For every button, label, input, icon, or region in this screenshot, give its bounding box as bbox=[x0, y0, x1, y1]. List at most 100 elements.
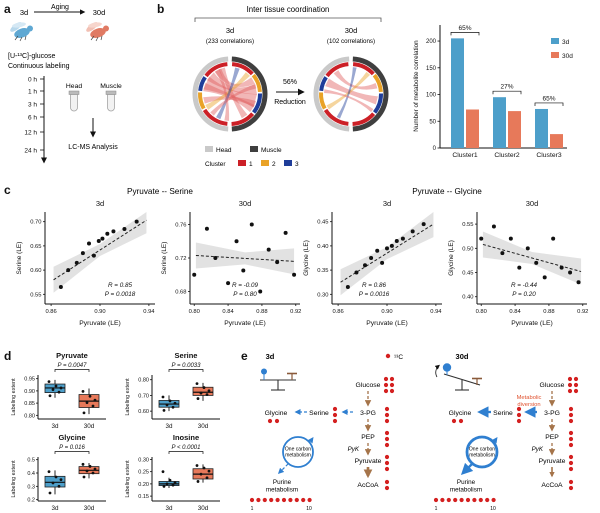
fly-young-icon bbox=[10, 22, 33, 42]
carbon-dot bbox=[568, 460, 574, 466]
cluster-ring-segment bbox=[352, 112, 376, 126]
x-tick-label: 0.80 bbox=[189, 309, 200, 315]
legend-label-cluster1: 1 bbox=[249, 161, 253, 168]
data-point bbox=[363, 263, 367, 268]
y-tick-label: 0.60 bbox=[138, 409, 149, 415]
carbon-dot bbox=[384, 454, 390, 460]
legend-swatch-cluster2 bbox=[261, 160, 269, 166]
timepoint-label: 6 h bbox=[28, 114, 37, 121]
cluster-ring-segment bbox=[325, 62, 349, 78]
p-value: P = 0.80 bbox=[233, 291, 257, 298]
r-value: R = 0.86 bbox=[362, 282, 386, 289]
carbon-dot bbox=[567, 388, 573, 394]
cycle-arrowhead-icon bbox=[308, 437, 314, 444]
carbon-dot bbox=[568, 485, 574, 491]
carbon-dot bbox=[269, 497, 274, 503]
jitter-point bbox=[162, 408, 166, 412]
carbon-dot bbox=[262, 497, 267, 503]
x-tick-label: 0.94 bbox=[143, 309, 155, 315]
group-label: 30d bbox=[84, 505, 95, 512]
panel-c-scatterplots: Pyruvate -- Serine Pyruvate -- Glycine 3… bbox=[16, 187, 588, 327]
carbon-dot bbox=[516, 412, 522, 418]
significance-bracket bbox=[168, 369, 204, 372]
chord-ribbon bbox=[203, 96, 257, 108]
metabolite-glucose: Glucose bbox=[540, 382, 565, 389]
head-ring bbox=[192, 56, 229, 132]
p-value: P = 0.0018 bbox=[105, 291, 136, 298]
jitter-point bbox=[47, 380, 51, 383]
carbon-dot bbox=[332, 406, 338, 412]
y-tick-label: 0.2 bbox=[27, 498, 35, 504]
data-point bbox=[204, 226, 209, 231]
metabolite-accoa: AcCoA bbox=[357, 482, 379, 489]
legend-label-30d: 30d bbox=[562, 53, 573, 60]
tracer-label-line1: [U-¹³C]-glucose bbox=[8, 53, 56, 60]
jitter-point bbox=[91, 471, 95, 475]
carbon-dot bbox=[568, 406, 574, 412]
y-axis-label: Number of metabolite correlation bbox=[413, 40, 420, 132]
cluster-ring-segment bbox=[231, 112, 255, 126]
group-label: 3d bbox=[165, 505, 173, 512]
purine-label1: Purine bbox=[273, 479, 292, 486]
one-carbon-weight bbox=[261, 368, 267, 375]
one-carbon-weight bbox=[442, 363, 452, 372]
pathway-30d-header: 30d bbox=[456, 352, 469, 361]
chord-ribbon bbox=[326, 71, 371, 110]
y-tick-label: 0.72 bbox=[175, 256, 186, 262]
data-point bbox=[87, 241, 91, 246]
carbon-dot bbox=[389, 376, 395, 382]
circos-30d-count: (102 correlations) bbox=[327, 38, 375, 45]
cluster-ring-segment bbox=[319, 76, 328, 92]
data-point bbox=[134, 219, 139, 224]
carbon-dot bbox=[307, 497, 312, 503]
carbon-dot bbox=[568, 412, 574, 418]
carbon-dot bbox=[568, 436, 574, 442]
one-carbon-label1: One carbon bbox=[285, 447, 311, 453]
chord-ribbon bbox=[325, 78, 378, 105]
data-point bbox=[234, 239, 239, 244]
carbon-dot bbox=[567, 376, 573, 382]
carbon-dot bbox=[383, 388, 389, 394]
carbon-dot bbox=[485, 497, 490, 503]
panel-letter-a: a bbox=[4, 2, 11, 16]
box-title: Serine bbox=[175, 351, 198, 360]
x-tick-label: 0.86 bbox=[332, 309, 343, 315]
carbon-dot bbox=[433, 497, 439, 503]
y-tick-label: 0.80 bbox=[24, 413, 35, 419]
chord-ribbon bbox=[214, 68, 256, 88]
jitter-point bbox=[54, 384, 58, 388]
y-tick-label: 0.4 bbox=[27, 471, 35, 477]
data-point bbox=[568, 270, 573, 275]
y-tick-label: 0.76 bbox=[175, 223, 186, 229]
data-point bbox=[354, 270, 359, 275]
chord-diagram-30d bbox=[313, 56, 389, 132]
x-tick-label: 0.84 bbox=[222, 309, 234, 315]
carbon-dot bbox=[446, 497, 451, 503]
panel-a-experiment-schematic: 3d Aging 30d [U-¹³C]-glucose Continuous … bbox=[8, 4, 122, 164]
carbon13-legend-dot bbox=[385, 353, 391, 359]
chord-diagram-3d bbox=[192, 56, 268, 132]
head-ring bbox=[313, 56, 350, 132]
carbon-dot bbox=[516, 406, 522, 412]
y-tick-label: 0.40 bbox=[317, 244, 328, 250]
circos-30d-age: 30d bbox=[345, 26, 358, 35]
jitter-point bbox=[171, 405, 175, 409]
y-tick-label: 0.95 bbox=[24, 377, 35, 383]
tissue-muscle-label: Muscle bbox=[100, 83, 122, 90]
jitter-point bbox=[207, 389, 211, 393]
jitter-point bbox=[168, 478, 172, 482]
timepoint-label: 1 h bbox=[28, 88, 37, 95]
category-label: Cluster2 bbox=[494, 152, 520, 159]
panel-letter-b: b bbox=[157, 2, 165, 16]
jitter-point bbox=[51, 481, 55, 485]
scatter-subtitle: 30d bbox=[526, 199, 539, 208]
data-point bbox=[380, 260, 385, 265]
metabolite-glycine: Glycine bbox=[449, 410, 472, 417]
data-point bbox=[491, 224, 496, 229]
cluster-ring-segment bbox=[323, 108, 349, 126]
enzyme-pyk: PyK bbox=[532, 446, 544, 453]
panel-b-coordination: Inter tissue coordination 3d (233 correl… bbox=[192, 5, 573, 168]
